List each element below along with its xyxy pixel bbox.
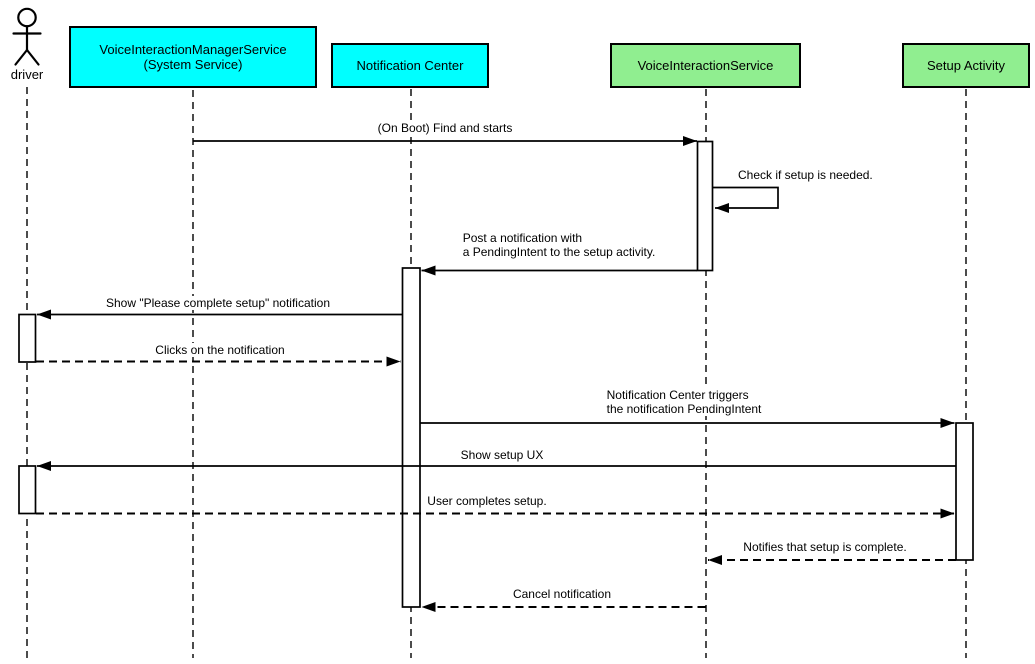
- message-label-post-notification: Post a notification with a PendingIntent…: [460, 231, 658, 259]
- participant-voice-interaction-manager-service: VoiceInteractionManagerService (System S…: [69, 26, 317, 88]
- message-label-cancel-notification: Cancel notification: [510, 587, 614, 601]
- actor-right-leg: [25, 48, 40, 66]
- message-label-on-boot-find-and-starts: (On Boot) Find and starts: [375, 121, 515, 135]
- activation-notification-center: [401, 267, 421, 608]
- activation-voice-interaction-service: [696, 140, 714, 272]
- message-arrows: [36, 136, 956, 612]
- participant-voice-interaction-service: VoiceInteractionService: [610, 43, 801, 88]
- participant-setup-activity: Setup Activity: [902, 43, 1030, 88]
- activation-setup-activity: [955, 422, 974, 561]
- message-label-show-complete-setup: Show "Please complete setup" notificatio…: [104, 296, 332, 310]
- message-label-clicks-on-notification: Clicks on the notification: [153, 343, 287, 357]
- message-label-check-if-setup-needed: Check if setup is needed.: [736, 168, 875, 182]
- actor-left-leg: [14, 48, 29, 66]
- actor-label-driver: driver: [9, 67, 45, 82]
- message-label-notifies-setup-complete: Notifies that setup is complete.: [741, 540, 909, 554]
- actor-figure-driver: [12, 7, 42, 66]
- activation-driver-1: [18, 313, 37, 363]
- message-label-show-setup-ux: Show setup UX: [458, 448, 546, 462]
- activation-driver-2: [18, 465, 37, 515]
- activation-bars: [18, 140, 974, 608]
- message-label-user-completes-setup: User completes setup.: [425, 494, 549, 508]
- arrow-check-if-setup-needed-self: [712, 186, 779, 213]
- message-label-triggers-pendingintent: Notification Center triggers the notific…: [604, 388, 764, 416]
- participant-notification-center: Notification Center: [331, 43, 489, 88]
- actor-head: [17, 7, 37, 28]
